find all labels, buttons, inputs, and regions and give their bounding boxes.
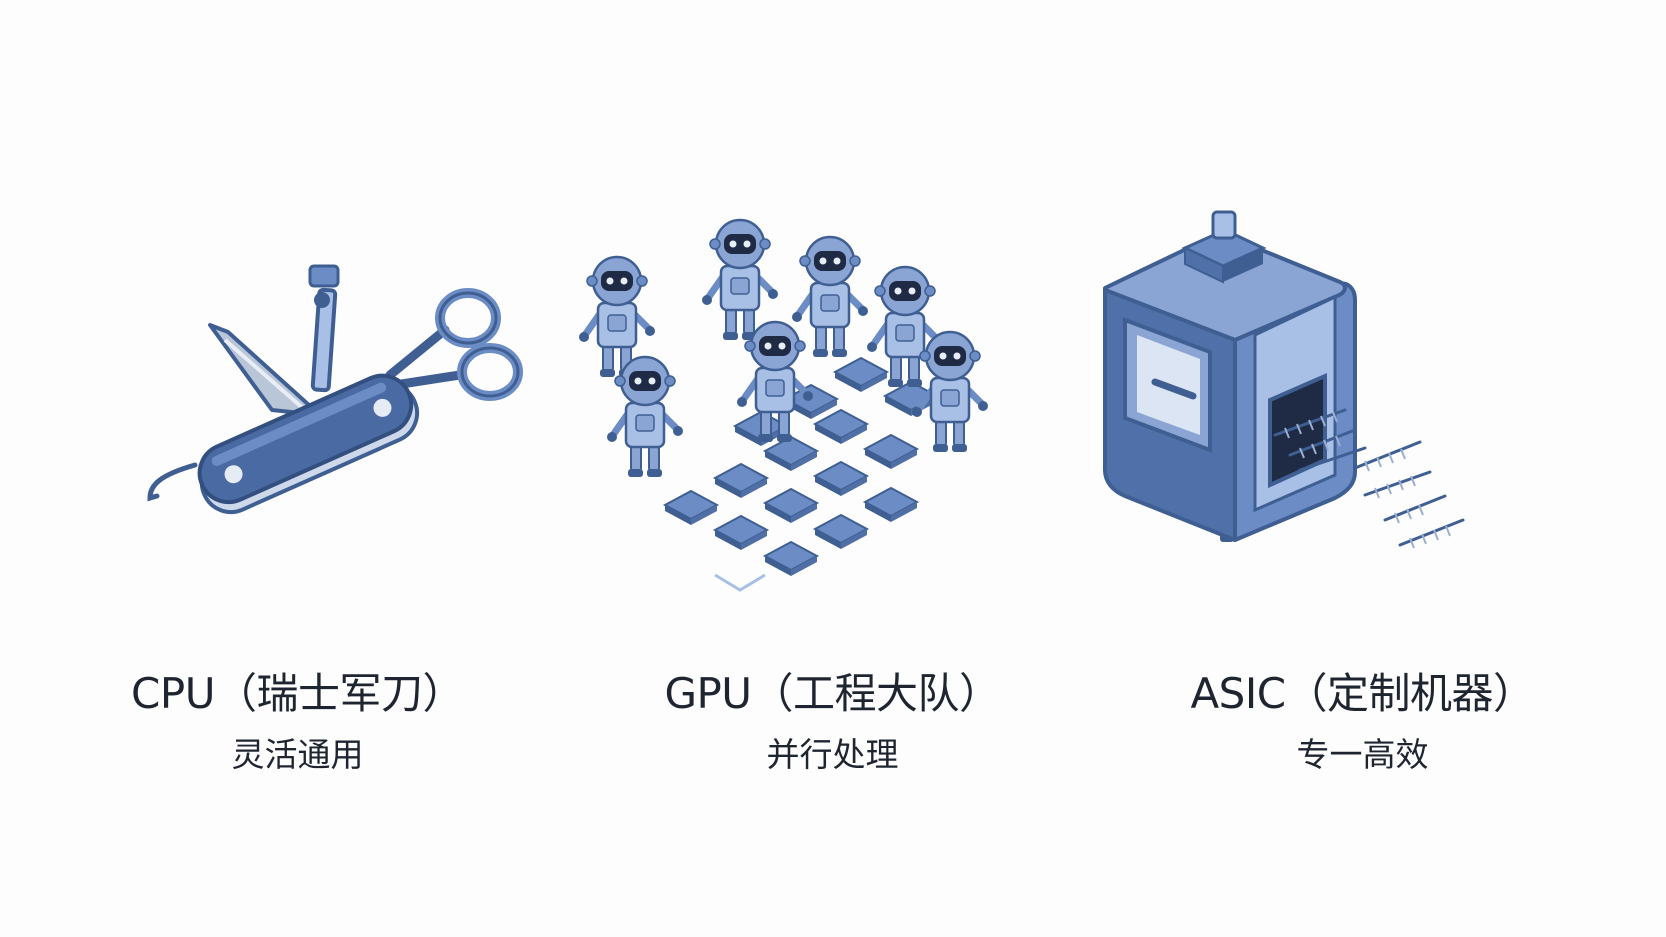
asic-subtitle: 专一高效: [1296, 735, 1429, 774]
gpu-subtitle: 并行处理: [766, 735, 899, 774]
gpu-panel: GPU（工程大队） 并行处理: [555, 0, 1110, 937]
robot-team-icon: [555, 200, 1110, 592]
cpu-panel: CPU（瑞士军刀） 灵活通用: [20, 0, 575, 937]
gpu-title: GPU（工程大队）: [664, 669, 1001, 718]
swiss-army-knife-icon: [147, 264, 523, 515]
custom-machine-icon: [1103, 210, 1465, 549]
asic-panel: ASIC（定制机器） 专一高效: [1085, 0, 1640, 937]
asic-title: ASIC（定制机器）: [1190, 669, 1535, 718]
cpu-subtitle: 灵活通用: [231, 735, 364, 774]
cpu-title: CPU（瑞士军刀）: [131, 669, 464, 718]
